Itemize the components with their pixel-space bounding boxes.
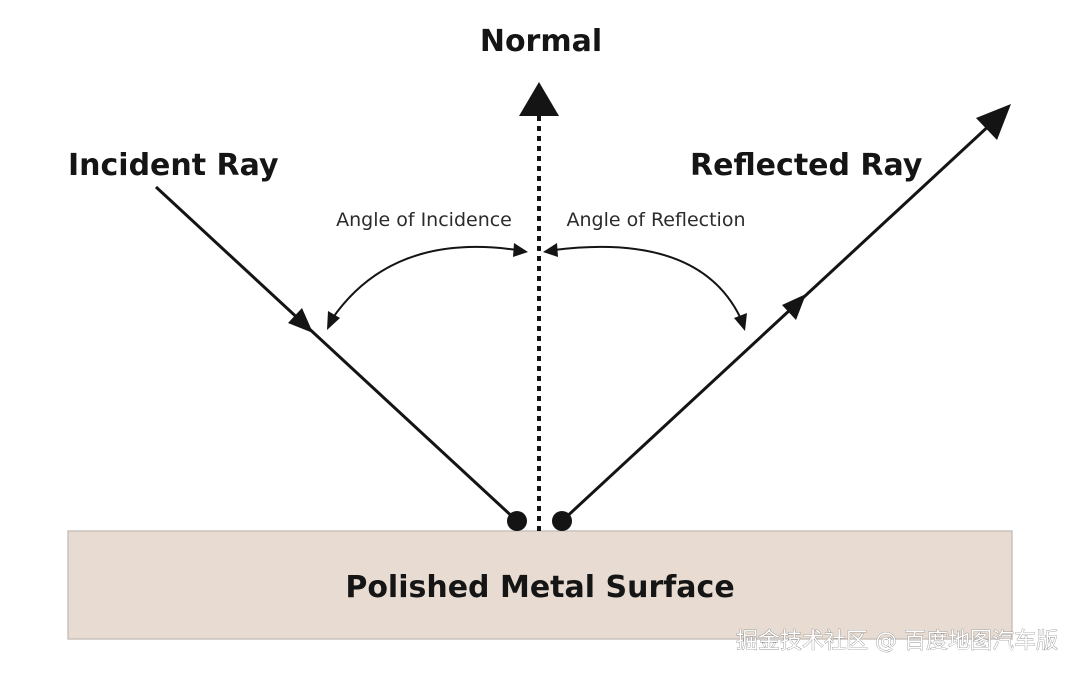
incident-ray-arrowhead — [288, 308, 313, 333]
angle-of-incidence-label: Angle of Incidence — [336, 209, 512, 231]
angle-of-incidence-arc — [331, 246, 518, 320]
reflected-ray-label: Reflected Ray — [690, 148, 923, 183]
reflected-ray-line — [560, 120, 995, 523]
reflected-ray-arrowhead-end — [976, 104, 1011, 140]
normal-label: Normal — [480, 24, 602, 59]
incident-ray-line — [154, 185, 519, 523]
angle-of-reflection-arrowhead-right — [734, 313, 747, 331]
incident-ray-label: Incident Ray — [68, 148, 279, 183]
angle-of-reflection-label: Angle of Reflection — [567, 209, 746, 231]
angle-of-reflection-arc — [553, 245, 742, 320]
angle-of-incidence-arrowhead-left — [327, 311, 340, 330]
reflected-ray-arrowhead-mid — [782, 294, 806, 320]
angle-of-reflection-arrowhead-left — [543, 243, 558, 257]
reflection-point — [552, 511, 572, 531]
surface-label: Polished Metal Surface — [345, 570, 734, 605]
metal-surface — [67, 530, 1013, 640]
incident-point — [507, 511, 527, 531]
watermark-text: 掘金技术社区 @ 百度地图汽车版 — [736, 629, 1058, 654]
angle-of-incidence-arrowhead-right — [513, 243, 528, 257]
normal-arrowhead — [519, 82, 559, 116]
